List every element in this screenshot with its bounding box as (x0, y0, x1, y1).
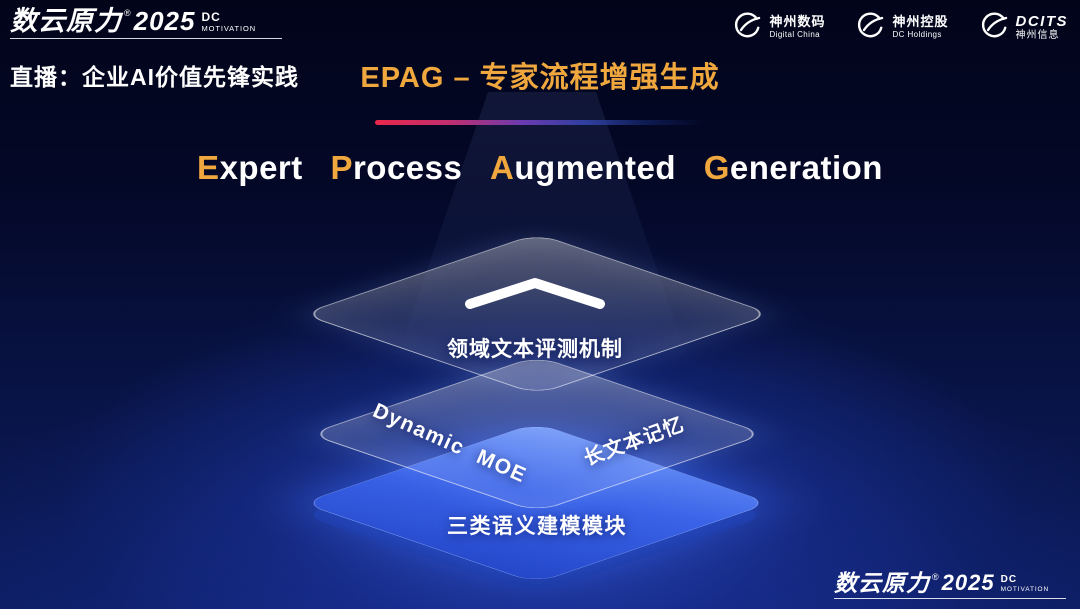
chevron-up-icon (460, 274, 610, 319)
brand-motivation-label: MOTIVATION (1000, 586, 1050, 593)
brand-year: 2025 (133, 6, 196, 36)
partner-subname: 神州信息 (1015, 29, 1060, 41)
subtitle-word: Generation (704, 149, 883, 186)
live-stream-label: 直播：企业AI价值先锋实践 (10, 64, 299, 90)
digital-china-swoosh-icon (735, 12, 761, 38)
registered-mark: ® (932, 572, 939, 582)
brand-underline (834, 598, 1066, 599)
partner-name: 神州数码 (769, 13, 826, 29)
subtitle-word-initial: G (703, 149, 730, 186)
subtitle-word: Augmented (490, 149, 676, 186)
subtitle-word-initial: A (490, 149, 515, 186)
partner-logos: 神州数码 Digital China 神州控股 DC Holdings DCIT… (732, 12, 1068, 42)
brand-logo-bottom: 数云原力 ® 2025 DC MOTIVATION (834, 572, 1066, 599)
registered-mark: ® (124, 8, 131, 18)
partner-name: 神州控股 (892, 13, 949, 29)
partner-logo-digital-china: 神州数码 Digital China (732, 12, 825, 42)
dc-holdings-swoosh-icon (858, 12, 884, 38)
subtitle-word: Process (330, 149, 462, 186)
partner-logo-dcits: DCITS 神州信息 (979, 12, 1069, 42)
brand-logo-top: 数云原力 ® 2025 DC MOTIVATION (10, 8, 282, 39)
brand-year: 2025 (941, 570, 995, 595)
brand-dc-label: DC (201, 10, 221, 24)
page-subtitle: Expert Process Augmented Generation (0, 149, 1080, 187)
brand-motivation-label: MOTIVATION (201, 24, 257, 33)
brand-name: 数云原力 (834, 570, 930, 596)
page-title: EPAG – 专家流程增强生成 (360, 62, 720, 94)
subtitle-word-rest: ugmented (514, 149, 677, 186)
partner-logo-dc-holdings: 神州控股 DC Holdings (855, 12, 948, 42)
dcits-swoosh-icon (981, 12, 1007, 38)
brand-underline (10, 38, 282, 39)
partner-name: DCITS (1015, 12, 1068, 30)
subtitle-word-rest: xpert (219, 149, 303, 186)
partner-subname: Digital China (769, 29, 821, 39)
subtitle-word-rest: eneration (729, 149, 883, 186)
brand-dc-label: DC (1000, 574, 1018, 585)
brand-name: 数云原力 (10, 6, 122, 36)
gradient-divider (375, 120, 705, 125)
subtitle-word-initial: P (330, 149, 353, 186)
bottom-layer-label: 三类语义建模模块 (447, 515, 627, 538)
top-layer-label: 领域文本评测机制 (447, 338, 623, 361)
subtitle-word: Expert (197, 149, 303, 186)
partner-subname: DC Holdings (892, 29, 942, 39)
subtitle-word-initial: E (197, 149, 220, 186)
subtitle-word-rest: rocess (352, 149, 463, 186)
